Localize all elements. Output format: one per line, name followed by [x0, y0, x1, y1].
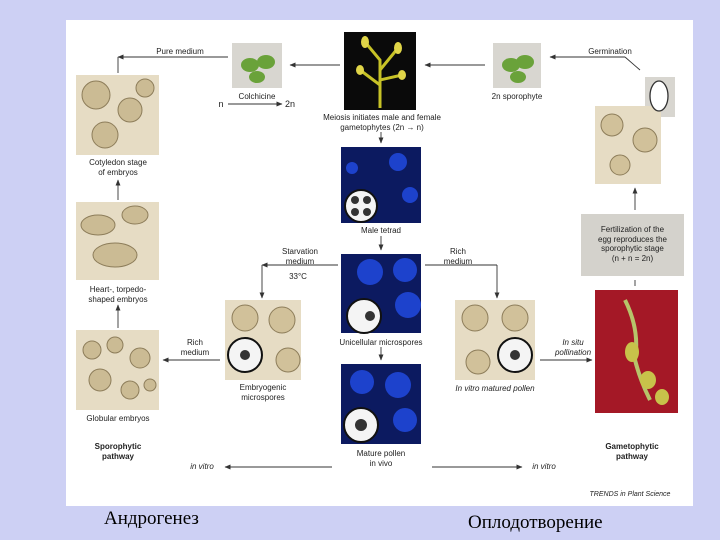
label-in-vitro-left: in vitro [190, 462, 214, 471]
label-colchicine: Colchicine [238, 92, 276, 101]
label-meiosis: Meiosis initiates male and female gameto… [323, 113, 441, 132]
label-germination: Germination [588, 47, 632, 56]
label-sporophytic-pathway: Sporophytic pathway [94, 442, 142, 461]
label-cotyledon: Cotyledon stage of embryos [89, 158, 147, 177]
label-heart-torpedo: Heart-, torpedo- shaped embryos [88, 285, 148, 304]
label-pure-medium: Pure medium [156, 47, 204, 56]
label-2n-sporophyte: 2n sporophyte [491, 92, 543, 101]
label-trends: TRENDS in Plant Science [589, 491, 671, 498]
label-in-vitro-matured: In vitro matured pollen [455, 384, 535, 393]
label-male-tetrad: Male tetrad [360, 226, 402, 235]
caption-fertilization: Оплодотворение [468, 512, 603, 533]
label-mature-pollen: Mature pollen in vivo [356, 449, 406, 468]
label-rich-medium-left: Rich medium [180, 338, 210, 357]
label-in-situ: In situ pollination [554, 338, 592, 357]
caption-androgenesis: Андрогенез [104, 508, 199, 529]
label-gametophytic-pathway: Gametophytic pathway [605, 442, 659, 461]
label-fertilization: Fertilization of the egg reproduces the … [598, 225, 667, 263]
fertilization-label-box [581, 214, 684, 276]
label-33c: 33°C [289, 272, 307, 281]
label-2n: 2n [284, 99, 295, 109]
label-starvation: Starvation medium [281, 247, 319, 266]
label-unicellular: Unicellular microspores [339, 338, 423, 347]
label-rich-medium-right: Rich medium [443, 247, 473, 266]
label-globular: Globular embryos [86, 414, 150, 423]
label-embryogenic: Embryogenic microspores [239, 383, 287, 402]
label-n: n [218, 99, 224, 109]
label-in-vitro-right: in vitro [532, 462, 556, 471]
